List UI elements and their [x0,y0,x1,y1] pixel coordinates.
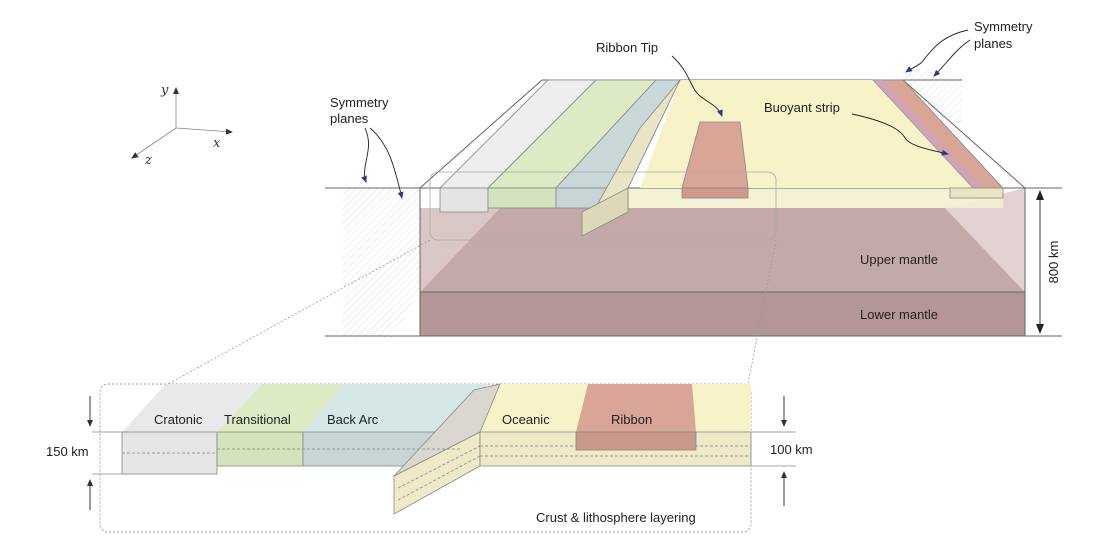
inset-label-transitional: Transitional [224,412,291,427]
symmetry-right-line2: planes [974,36,1013,51]
right-thickness-label: 100 km [770,442,813,457]
inset-label-ribbon: Ribbon [611,412,652,427]
mantle-left-face [420,208,500,292]
lower-mantle-label: Lower mantle [860,307,938,322]
symmetry-left-line2: planes [330,111,369,126]
model-box [325,66,1062,338]
depth-label: 800 km [1046,241,1061,284]
inset-back-arc-top [303,384,488,432]
inset-caption: Crust & lithosphere layering [536,510,696,525]
mantle-right-face-2 [945,188,1025,292]
inset-cratonic-top [122,384,262,432]
x-axis-label: x [213,136,221,151]
inset-label-oceanic: Oceanic [502,412,550,427]
buoyant-strip-label: Buoyant strip [764,100,840,115]
inset-source-region [429,171,777,241]
depth-dimension: 800 km [1036,190,1061,334]
z-axis-label: z [144,153,152,168]
ribbon-tip-label: Ribbon Tip [596,40,658,55]
left-thickness-label: 150 km [46,444,89,459]
inset-transitional-top [217,384,344,432]
upper-mantle-block [420,208,1025,292]
upper-mantle-label: Upper mantle [860,252,938,267]
y-axis-label: y [160,83,169,98]
inset-ribbon-front [575,431,697,451]
axes-icon: y x z [131,83,233,168]
inset-label-back-arc: Back Arc [327,412,379,427]
inset-cross-section: Cratonic Transitional Back Arc Oceanic R… [99,383,752,533]
inset-slab-top [393,383,501,477]
lower-mantle-block [420,292,1025,336]
ribbon-tip-callout: Ribbon Tip [596,40,723,117]
symmetry-planes-left-callout: Symmetry planes [330,95,404,199]
symmetry-right-line1: Symmetry [974,19,1033,34]
right-thickness-dimension: 100 km [751,396,813,506]
left-symmetry-plane [343,188,392,338]
symmetry-planes-right-callout: Symmetry planes [905,19,1033,77]
symmetry-left-line1: Symmetry [330,95,389,110]
inset-label-cratonic: Cratonic [154,412,203,427]
buoyant-strip-callout: Buoyant strip [764,100,949,156]
left-symmetry-plane-side [392,180,420,338]
inset-ribbon-top [576,384,696,432]
left-thickness-dimension: 150 km [46,396,128,510]
